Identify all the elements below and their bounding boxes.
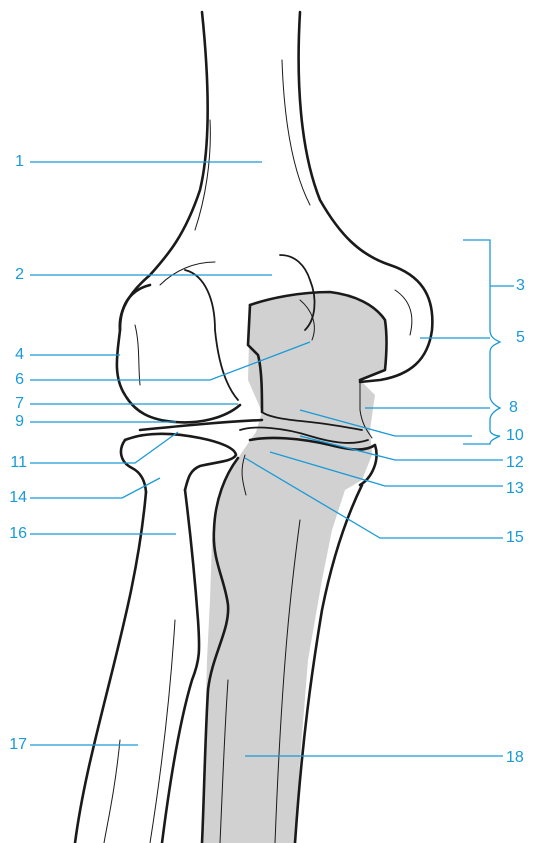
- label-11: 11: [3, 455, 27, 471]
- brace-3: [463, 240, 514, 396]
- leader-12: [300, 436, 503, 460]
- leader-11: [30, 432, 178, 463]
- label-3: 3: [516, 278, 525, 294]
- label-14: 14: [3, 490, 27, 506]
- label-13: 13: [506, 481, 524, 497]
- leader-13: [270, 452, 503, 486]
- label-18: 18: [506, 750, 524, 766]
- label-2: 2: [0, 267, 24, 283]
- label-9: 9: [0, 414, 24, 430]
- leader-6: [30, 342, 310, 380]
- label-10: 10: [506, 428, 524, 444]
- brace-8: [490, 396, 500, 420]
- label-5: 5: [516, 330, 525, 346]
- label-4: 4: [0, 347, 24, 363]
- leader-15: [245, 458, 503, 538]
- label-12: 12: [506, 455, 524, 471]
- label-8: 8: [509, 400, 518, 416]
- leader-10: [300, 410, 472, 436]
- label-16: 16: [3, 526, 27, 542]
- leader-14: [30, 478, 160, 498]
- label-17: 17: [3, 737, 27, 753]
- label-15: 15: [506, 530, 524, 546]
- brace-10: [463, 420, 500, 444]
- label-1: 1: [0, 154, 24, 170]
- label-6: 6: [0, 372, 24, 388]
- label-7: 7: [0, 396, 24, 412]
